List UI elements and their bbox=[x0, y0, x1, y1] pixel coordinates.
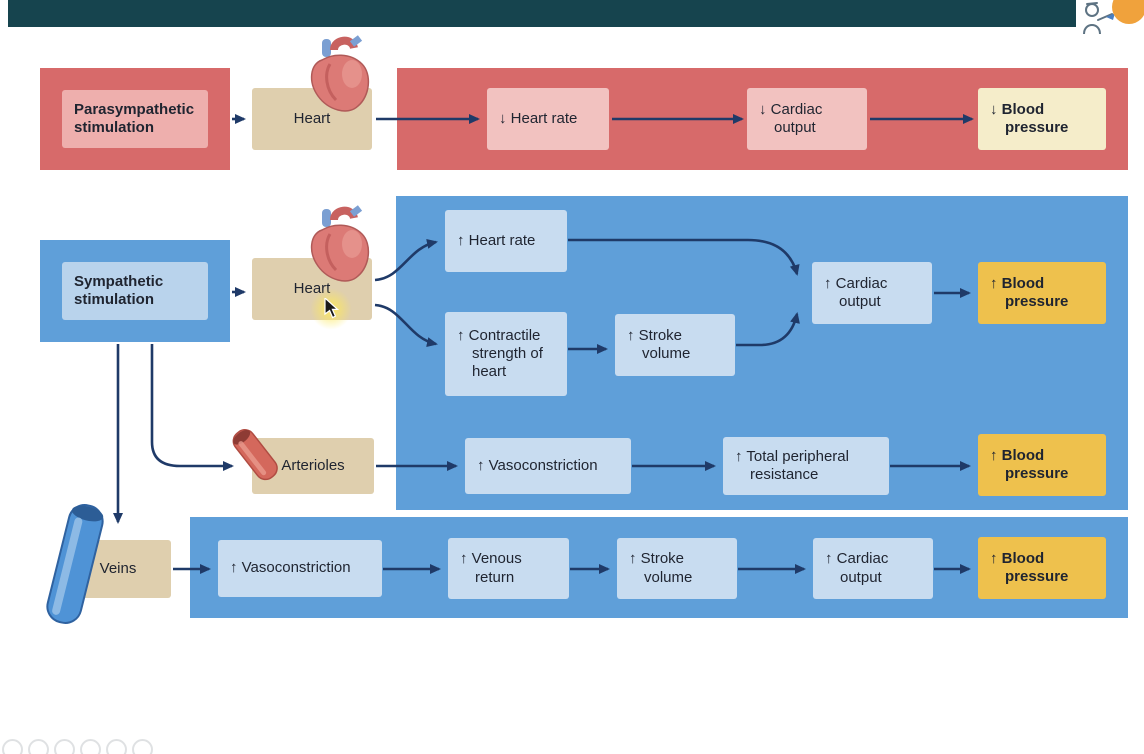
footer-contact-icon bbox=[132, 739, 153, 754]
vein-icon bbox=[36, 498, 114, 630]
label: Arterioles bbox=[281, 456, 345, 474]
label: ↑ Vasoconstriction bbox=[477, 456, 598, 474]
label: ↑ Stroke volume bbox=[629, 550, 693, 586]
increased-total-peripheral-resistance-box: ↑ Total peripheral resistance bbox=[723, 437, 889, 495]
heart-icon bbox=[300, 34, 382, 118]
increased-stroke-volume-box-veins: ↑ Stroke volume bbox=[617, 538, 737, 599]
label: Parasympathetic stimulation bbox=[74, 100, 195, 136]
label: ↑ Cardiac output bbox=[824, 274, 888, 310]
decreased-cardiac-output-box: ↓ Cardiac output bbox=[747, 88, 867, 150]
footer-contact-icon bbox=[106, 739, 127, 754]
label: Veins bbox=[99, 559, 137, 577]
label: ↑ Stroke volume bbox=[627, 326, 691, 362]
top-bar bbox=[8, 0, 1080, 27]
label: ↑ Venous return bbox=[460, 550, 522, 586]
heart-icon bbox=[300, 204, 382, 288]
label: ↑ Heart rate bbox=[457, 231, 536, 249]
label: ↑ Blood pressure bbox=[990, 446, 1069, 482]
label: Sympathetic stimulation bbox=[74, 272, 164, 308]
person-sketch-icon bbox=[1083, 2, 1115, 35]
label: ↓ Heart rate bbox=[499, 109, 578, 127]
decreased-blood-pressure-box: ↓ Blood pressure bbox=[978, 88, 1106, 150]
footer-contact-icon bbox=[54, 739, 75, 754]
increased-cardiac-output-box-heart: ↑ Cardiac output bbox=[812, 262, 932, 324]
increased-vasoconstriction-box-veins: ↑ Vasoconstriction bbox=[218, 540, 382, 597]
label: Heart bbox=[293, 109, 331, 127]
label: ↓ Blood pressure bbox=[990, 100, 1069, 136]
label: ↑ Contractile strength of heart bbox=[457, 326, 543, 381]
increased-contractile-strength-box: ↑ Contractile strength of heart bbox=[445, 312, 567, 396]
label: ↑ Blood pressure bbox=[990, 274, 1069, 310]
increased-heart-rate-box: ↑ Heart rate bbox=[445, 210, 567, 272]
increased-blood-pressure-box-veins: ↑ Blood pressure bbox=[978, 537, 1106, 599]
increased-stroke-volume-box-heart: ↑ Stroke volume bbox=[615, 314, 735, 376]
label: ↑ Total peripheral resistance bbox=[735, 447, 849, 483]
mouse-pointer-icon bbox=[324, 296, 340, 324]
decreased-heart-rate-box: ↓ Heart rate bbox=[487, 88, 609, 150]
footer-contact-icon bbox=[2, 739, 23, 754]
sympathetic-stimulation-box: Sympathetic stimulation bbox=[62, 262, 208, 320]
footer-contact-icon bbox=[80, 739, 101, 754]
increased-vasoconstriction-box-arterioles: ↑ Vasoconstriction bbox=[465, 438, 631, 494]
arteriole-icon bbox=[228, 420, 284, 488]
label: ↑ Cardiac output bbox=[825, 550, 889, 586]
increased-blood-pressure-box-heart: ↑ Blood pressure bbox=[978, 262, 1106, 324]
label: ↑ Blood pressure bbox=[990, 549, 1069, 585]
footer-contact-icon bbox=[28, 739, 49, 754]
label: ↓ Cardiac output bbox=[759, 100, 823, 136]
parasympathetic-stimulation-box: Parasympathetic stimulation bbox=[62, 90, 208, 148]
increased-blood-pressure-box-arterioles: ↑ Blood pressure bbox=[978, 434, 1106, 496]
logo-orange-circle-icon bbox=[1112, 0, 1144, 24]
increased-cardiac-output-box-veins: ↑ Cardiac output bbox=[813, 538, 933, 599]
increased-venous-return-box: ↑ Venous return bbox=[448, 538, 569, 599]
label: ↑ Vasoconstriction bbox=[230, 559, 351, 577]
